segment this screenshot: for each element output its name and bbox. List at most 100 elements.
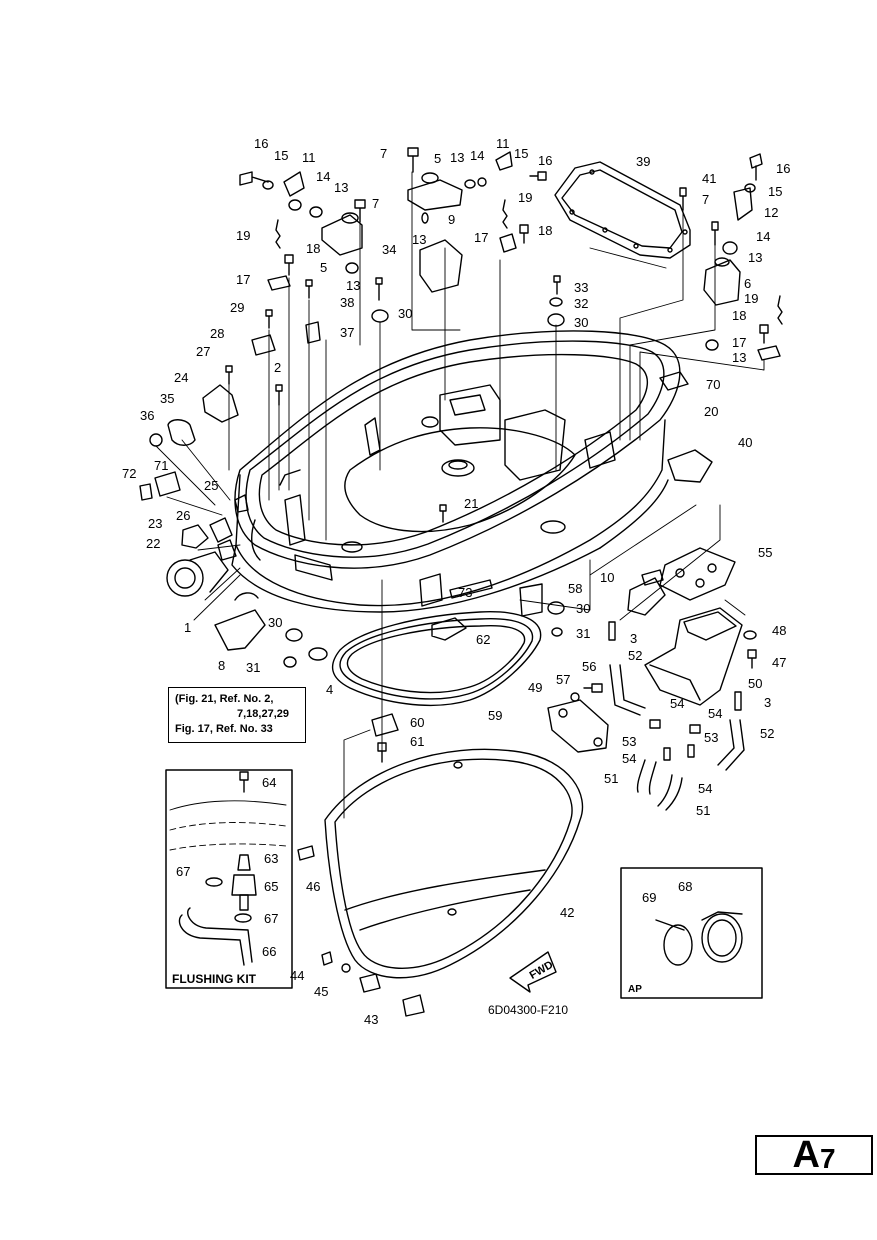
callout-15: 15	[274, 148, 288, 163]
bracket-5-left	[321, 212, 363, 256]
plug-36	[149, 433, 163, 447]
callout-54c: 54	[622, 751, 636, 766]
flushing-kit-title: FLUSHING KIT	[172, 972, 256, 986]
callout-54d: 54	[698, 781, 712, 796]
callout-17c: 17	[732, 335, 746, 350]
bracket-10	[627, 569, 666, 616]
bracket-49	[547, 699, 609, 753]
callout-30a: 30	[398, 306, 412, 321]
callout-27: 27	[196, 344, 210, 359]
callout-13f: 13	[732, 350, 746, 365]
callout-7c: 7	[702, 192, 709, 207]
callout-63: 63	[264, 851, 278, 866]
plate-23-26	[181, 517, 233, 549]
ap-box	[620, 867, 763, 999]
callout-51b: 51	[696, 803, 710, 818]
callout-18c: 18	[732, 308, 746, 323]
callout-38: 38	[340, 295, 354, 310]
bracket-55	[659, 547, 736, 601]
callout-34: 34	[382, 242, 396, 257]
callout-6: 6	[744, 276, 751, 291]
callout-13: 13	[334, 180, 348, 195]
reference-note-line-1: (Fig. 21, Ref. No. 2,	[175, 693, 274, 705]
callout-52a: 52	[628, 648, 642, 663]
callout-5b: 5	[434, 151, 441, 166]
callout-35: 35	[160, 391, 174, 406]
hose-51-left	[636, 759, 657, 795]
pad-40	[667, 449, 713, 483]
callout-52b: 52	[760, 726, 774, 741]
bracket-5-top	[407, 172, 463, 211]
reference-note-line-3: Fig. 17, Ref. No. 33	[175, 723, 273, 735]
callout-2: 2	[274, 360, 281, 375]
callout-58: 58	[568, 581, 582, 596]
bottom-cowling	[231, 330, 681, 613]
small-hardware	[217, 147, 783, 1017]
pad-70	[659, 371, 689, 391]
page-letter: A	[792, 1133, 820, 1176]
callout-labels: 16 15 11 14 13 7 19 18 5 13 17 29 28 27 …	[122, 136, 790, 1027]
callout-67b: 67	[264, 911, 278, 926]
callout-59: 59	[488, 708, 502, 723]
callout-41: 41	[702, 171, 716, 186]
rubber-seal-59	[331, 611, 542, 707]
callout-5: 5	[320, 260, 327, 275]
callout-40: 40	[738, 435, 752, 450]
callout-61: 61	[410, 734, 424, 749]
page-badge: A 7	[755, 1133, 873, 1176]
callout-15b: 15	[514, 146, 528, 161]
pad-62	[431, 617, 467, 641]
callout-73: 73	[458, 585, 472, 600]
duct-50	[644, 607, 743, 706]
callout-31b: 31	[576, 626, 590, 641]
callout-16: 16	[254, 136, 268, 151]
callout-48: 48	[772, 623, 786, 638]
callout-8: 8	[218, 658, 225, 673]
callout-53b: 53	[704, 730, 718, 745]
callout-11b: 11	[496, 136, 510, 151]
bracket-6-right	[703, 257, 741, 306]
callout-19b: 19	[518, 190, 532, 205]
callout-55: 55	[758, 545, 772, 560]
callout-17b: 17	[474, 230, 488, 245]
callout-56: 56	[582, 659, 596, 674]
callout-15c: 15	[768, 184, 782, 199]
callout-16b: 16	[538, 153, 552, 168]
callout-64: 64	[262, 775, 276, 790]
cap-22	[166, 551, 229, 597]
callout-51a: 51	[604, 771, 618, 786]
callout-11: 11	[302, 150, 316, 165]
callout-66: 66	[262, 944, 276, 959]
drawing-number: 6D04300-F210	[488, 1003, 569, 1017]
callout-3a: 3	[630, 631, 637, 646]
callout-54a: 54	[670, 696, 684, 711]
callout-12: 12	[764, 205, 778, 220]
grommet-35	[167, 419, 196, 446]
cover-plate-39	[554, 161, 691, 259]
reference-note-line-2: 7,18,27,29	[237, 708, 289, 720]
bracket-9	[419, 239, 463, 293]
callout-30d: 30	[576, 601, 590, 616]
callout-30c: 30	[574, 315, 588, 330]
callout-31a: 31	[246, 660, 260, 675]
lower-cover-42	[324, 748, 584, 979]
callout-1: 1	[184, 620, 191, 635]
callout-50: 50	[748, 676, 762, 691]
ap-title: AP	[628, 984, 642, 995]
callout-13d: 13	[412, 232, 426, 247]
callout-23: 23	[148, 516, 162, 531]
callout-42: 42	[560, 905, 574, 920]
callout-44: 44	[290, 968, 304, 983]
callout-32: 32	[574, 296, 588, 311]
callout-3b: 3	[764, 695, 771, 710]
bracket-24	[202, 384, 239, 423]
callout-36: 36	[140, 408, 154, 423]
callout-18: 18	[306, 241, 320, 256]
callout-19c: 19	[744, 291, 758, 306]
callout-14b: 14	[470, 148, 484, 163]
plate-71-72	[139, 471, 181, 501]
callout-19: 19	[236, 228, 250, 243]
callout-18b: 18	[538, 223, 552, 238]
callout-68: 68	[678, 879, 692, 894]
